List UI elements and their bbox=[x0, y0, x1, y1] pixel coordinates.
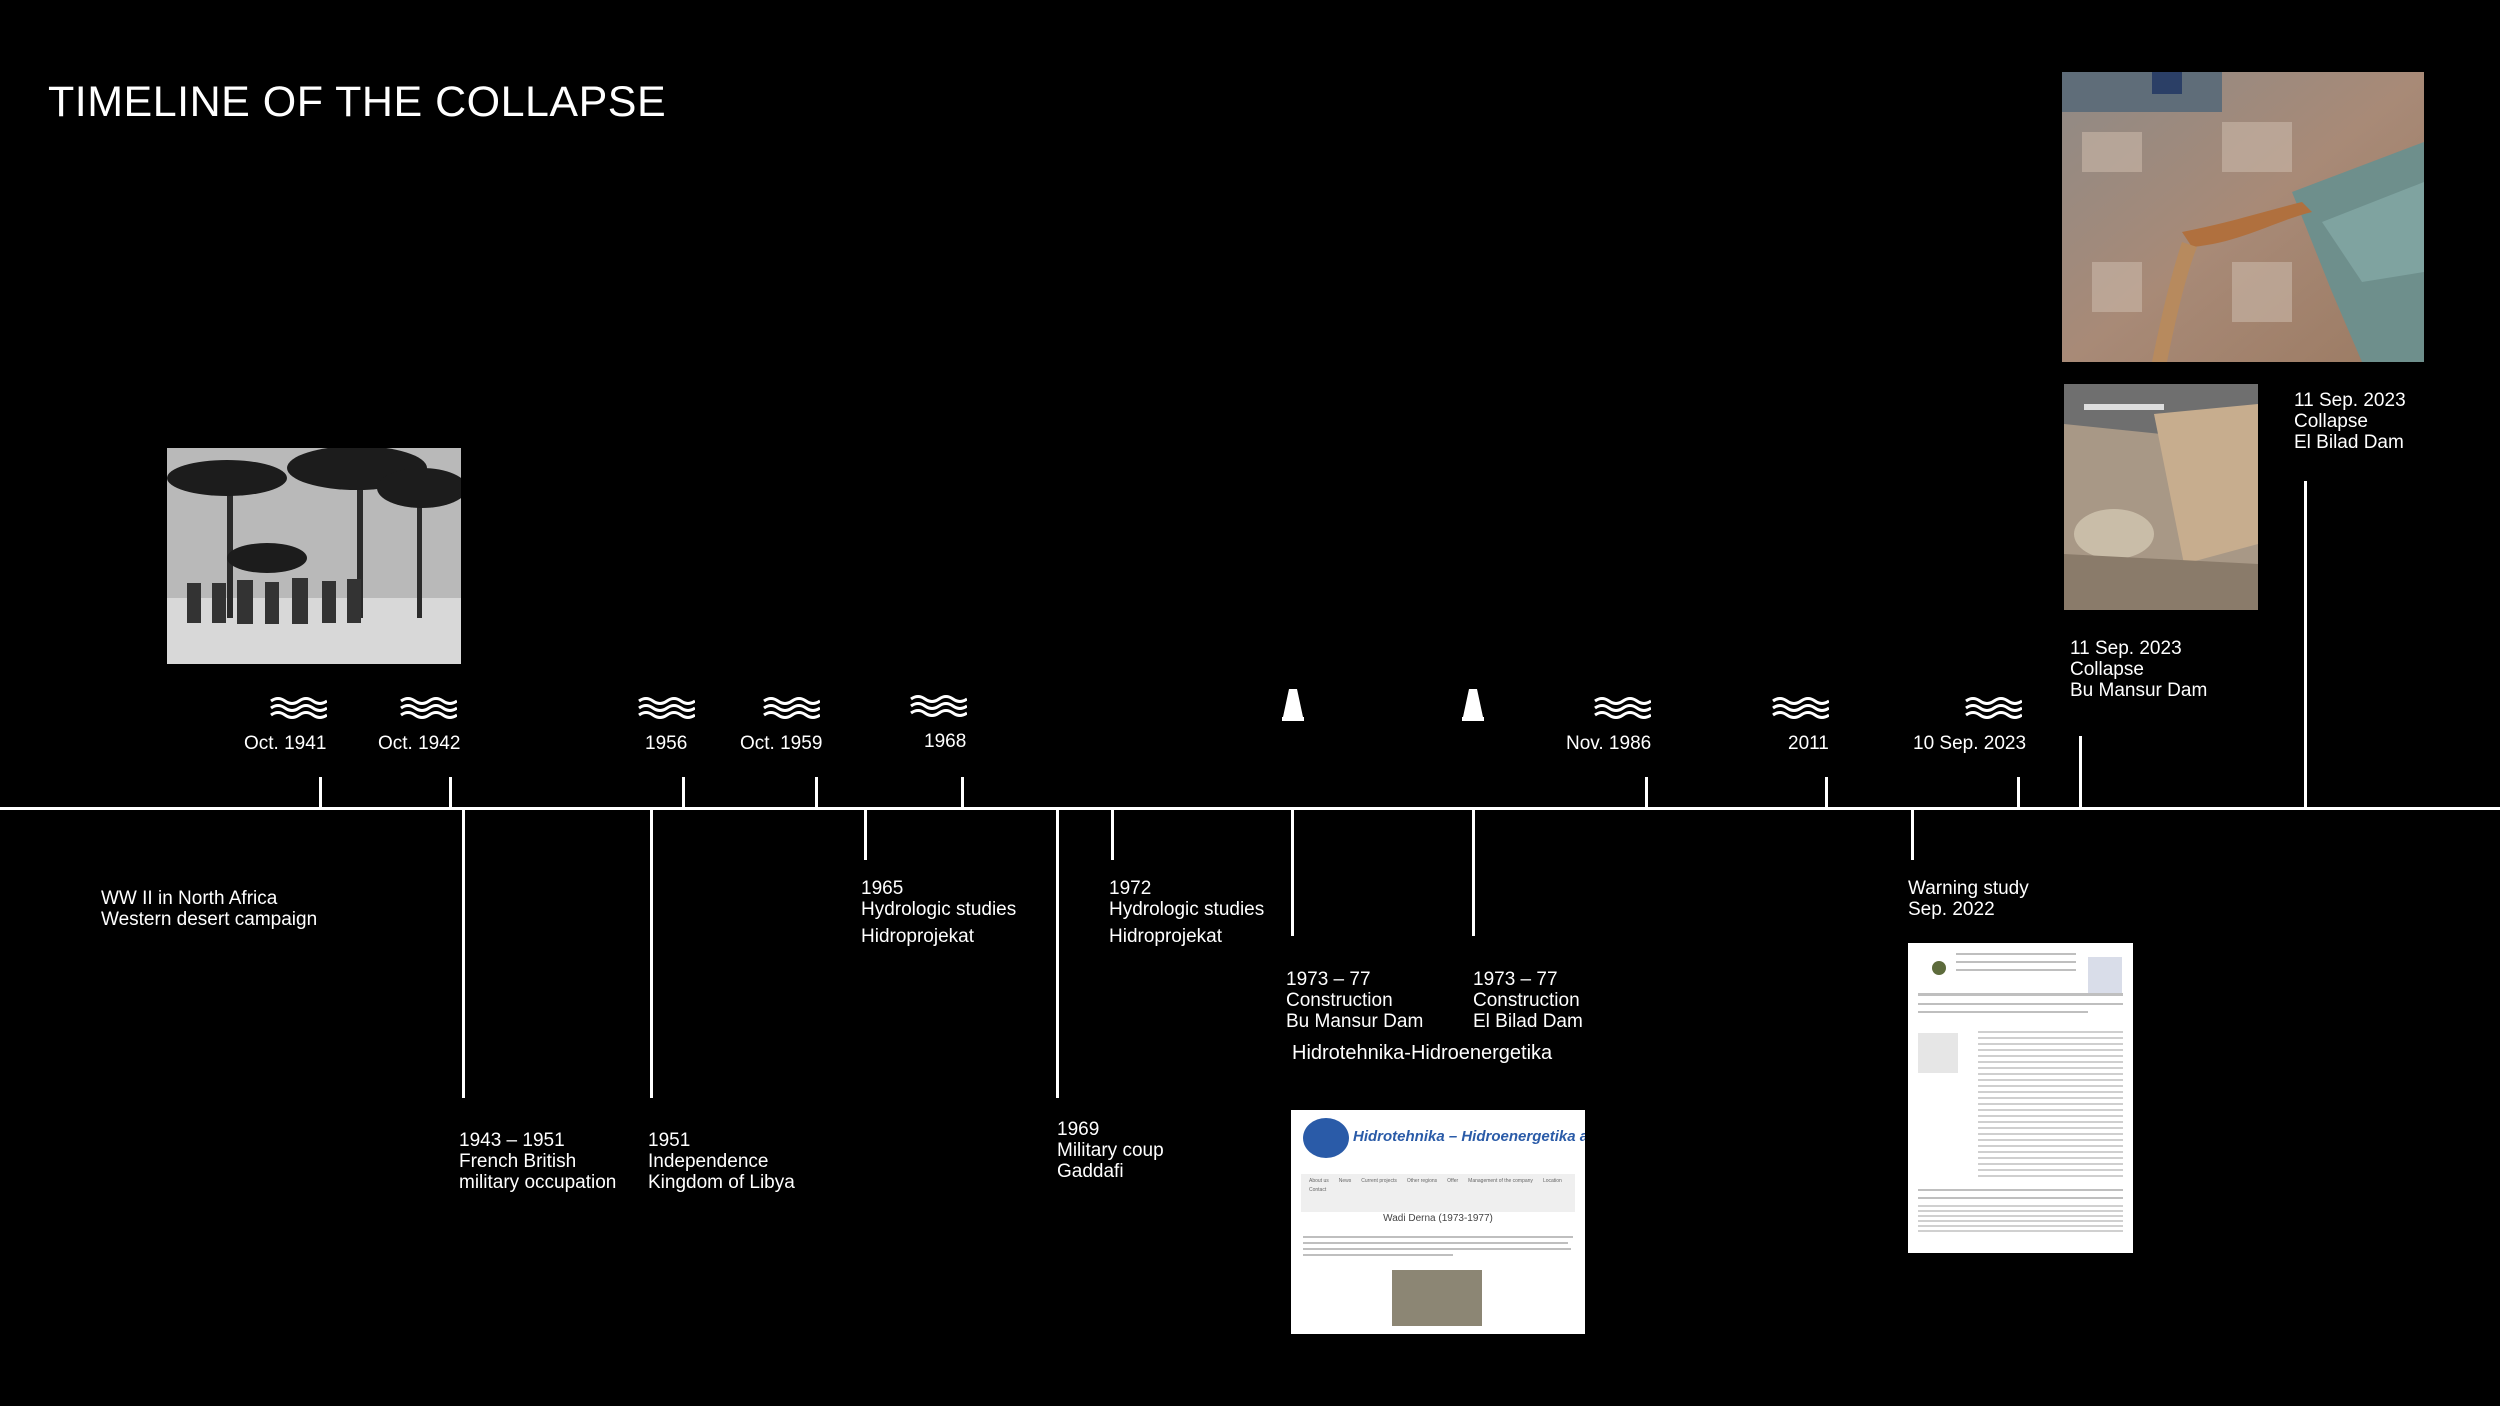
website-nav-item: News bbox=[1339, 1178, 1352, 1184]
tick-flood-2011 bbox=[1825, 777, 1828, 808]
event-ww2: WW II in North Africa Western desert cam… bbox=[101, 888, 317, 930]
event-occupation: 1943 – 1951 French British military occu… bbox=[459, 1130, 616, 1193]
website-nav-item: Current projects bbox=[1361, 1178, 1397, 1184]
event-study-1972: 1972 Hydrologic studies Hidroprojekat bbox=[1109, 878, 1264, 947]
flood-waves-icon bbox=[909, 694, 967, 718]
website-nav: About us News Current projects Other reg… bbox=[1301, 1174, 1575, 1212]
website-page-title: Wadi Derna (1973-1977) bbox=[1291, 1213, 1585, 1224]
dam-collapse-photo bbox=[2064, 384, 2258, 610]
tick-occupation bbox=[462, 808, 465, 1098]
tick-flood-1986 bbox=[1645, 777, 1648, 808]
flood-date-label: Oct. 1942 bbox=[378, 733, 460, 754]
tick-study-1965 bbox=[864, 808, 867, 860]
website-logo bbox=[1303, 1118, 1349, 1158]
tick-flood-1942 bbox=[449, 777, 452, 808]
flood-date-label: 1968 bbox=[924, 731, 966, 752]
page-title: TIMELINE OF THE COLLAPSE bbox=[48, 78, 666, 127]
contractor-label: Hidrotehnika-Hidroenergetika bbox=[1292, 1043, 1552, 1064]
website-logo-text: Hidrotehnika – Hidroenergetika a.d. bbox=[1353, 1128, 1585, 1145]
event-coup: 1969 Military coup Gaddafi bbox=[1057, 1119, 1164, 1182]
collapse-event: Collapse bbox=[2070, 659, 2207, 680]
tick-construction-elbilad bbox=[1472, 808, 1475, 936]
tick-collapse-elbilad bbox=[2304, 481, 2307, 808]
collapse-bumansur-label: 11 Sep. 2023 Collapse Bu Mansur Dam bbox=[2070, 638, 2207, 701]
event-study-1965: 1965 Hydrologic studies Hidroprojekat bbox=[861, 878, 1016, 947]
collapse-date: 11 Sep. 2023 bbox=[2070, 638, 2207, 659]
flood-waves-icon bbox=[1964, 696, 2022, 720]
paper-journal-logo bbox=[2088, 957, 2122, 993]
website-nav-item: Contact bbox=[1309, 1187, 1326, 1193]
website-nav-item: Management of the company bbox=[1468, 1178, 1533, 1184]
flood-waves-icon bbox=[269, 696, 327, 720]
flood-date-label: Oct. 1959 bbox=[740, 733, 822, 754]
tick-collapse-bumansur bbox=[2079, 736, 2082, 808]
tick-flood-1968 bbox=[961, 777, 964, 808]
flood-waves-icon bbox=[399, 696, 457, 720]
event-construction-elbilad: 1973 – 77 Construction El Bilad Dam bbox=[1473, 969, 1583, 1032]
collapse-dam-name: El Bilad Dam bbox=[2294, 432, 2406, 453]
flood-date-label: 1956 bbox=[645, 733, 687, 754]
tick-warning-study bbox=[1911, 808, 1914, 860]
website-nav-item: Offer bbox=[1447, 1178, 1458, 1184]
tick-independence bbox=[650, 808, 653, 1098]
ww2-photo bbox=[167, 448, 461, 664]
flood-date-label: 10 Sep. 2023 bbox=[1913, 733, 2026, 754]
flood-waves-icon bbox=[1593, 696, 1651, 720]
flood-waves-icon bbox=[762, 696, 820, 720]
paper-logo bbox=[1932, 961, 1946, 975]
contractor-website-screenshot: Hidrotehnika – Hidroenergetika a.d. Abou… bbox=[1291, 1110, 1585, 1334]
tick-study-1972 bbox=[1111, 808, 1114, 860]
timeline-axis bbox=[0, 807, 2500, 810]
aerial-photo-derna bbox=[2062, 72, 2424, 362]
flood-date-label: Oct. 1941 bbox=[244, 733, 326, 754]
flood-waves-icon bbox=[1771, 696, 1829, 720]
website-nav-item: Location bbox=[1543, 1178, 1562, 1184]
tick-construction-bumansur bbox=[1291, 808, 1294, 936]
event-independence: 1951 Independence Kingdom of Libya bbox=[648, 1130, 795, 1193]
flood-date-label: Nov. 1986 bbox=[1566, 733, 1651, 754]
tick-coup bbox=[1056, 808, 1059, 1098]
dam-cone-icon bbox=[1282, 689, 1304, 721]
flood-waves-icon bbox=[637, 696, 695, 720]
tick-flood-2023 bbox=[2017, 777, 2020, 808]
flood-date-label: 2011 bbox=[1788, 733, 1829, 754]
event-construction-bumansur: 1973 – 77 Construction Bu Mansur Dam bbox=[1286, 969, 1423, 1032]
collapse-date: 11 Sep. 2023 bbox=[2294, 390, 2406, 411]
collapse-dam-name: Bu Mansur Dam bbox=[2070, 680, 2207, 701]
tick-flood-1956 bbox=[682, 777, 685, 808]
dam-cone-icon bbox=[1462, 689, 1484, 721]
warning-study-paper bbox=[1908, 943, 2133, 1253]
website-nav-item: About us bbox=[1309, 1178, 1329, 1184]
collapse-elbilad-label: 11 Sep. 2023 Collapse El Bilad Dam bbox=[2294, 390, 2406, 453]
event-warning-study: Warning study Sep. 2022 bbox=[1908, 878, 2029, 920]
collapse-event: Collapse bbox=[2294, 411, 2406, 432]
tick-flood-1941 bbox=[319, 777, 322, 808]
tick-flood-1959 bbox=[815, 777, 818, 808]
website-dam-photo bbox=[1392, 1270, 1482, 1326]
website-nav-item: Other regions bbox=[1407, 1178, 1437, 1184]
